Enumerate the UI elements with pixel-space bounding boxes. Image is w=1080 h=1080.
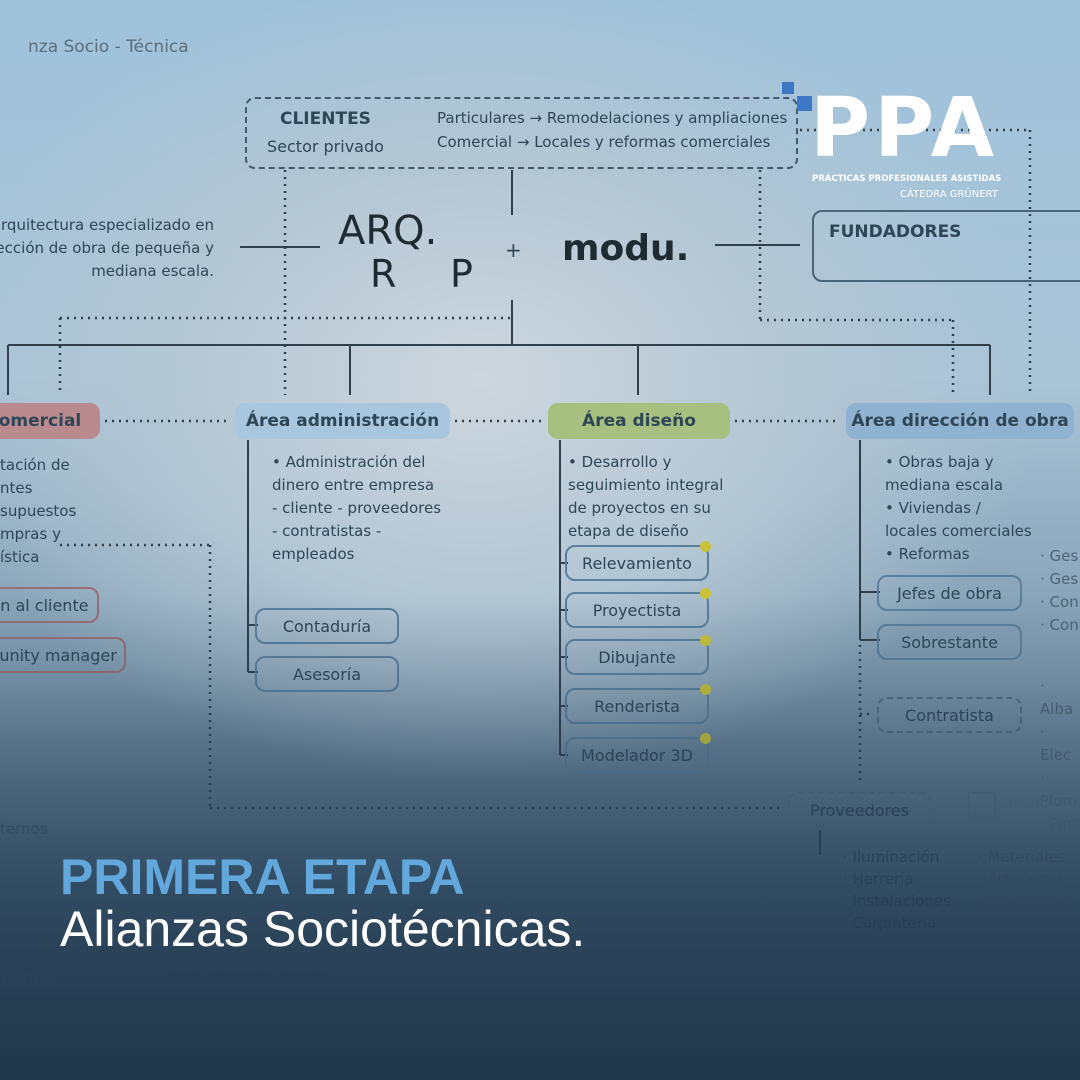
jefes-list: · Ges· Ges· Con· Con [1040, 547, 1079, 634]
area-direccion-header: Área dirección de obra [846, 403, 1074, 439]
status-dot [700, 541, 711, 552]
list-item: • Reformas [885, 545, 970, 563]
direccion-sub: Jefes de obra [877, 575, 1022, 611]
list-item: supuestos [0, 502, 77, 520]
diseno-sub: Renderista [565, 688, 709, 724]
list-item: Desarrollo y seguimiento integral de pro… [568, 453, 724, 540]
contratista-box: Contratista [877, 697, 1022, 733]
list-item: mpras y [0, 525, 61, 543]
diseno-list: • Desarrollo y seguimiento integral de p… [568, 453, 724, 540]
fundadores-box: FUNDADORES [812, 210, 1080, 282]
status-dot [700, 635, 711, 646]
area-comercial-header: omercial [0, 403, 100, 439]
contratista-list: · Alba· Elec· Plom· Pint [1040, 677, 1078, 833]
admin-sub: Contaduría [255, 608, 399, 644]
brand-name: DEMASLED [1003, 800, 1048, 809]
status-dot [700, 684, 711, 695]
list-item: ística [0, 548, 40, 566]
direccion-sub: Sobrestante [877, 624, 1022, 660]
area-diseno-header: Área diseño [548, 403, 730, 439]
fundadores-title: FUNDADORES [829, 222, 962, 242]
area-administracion-header: Área administración [235, 403, 450, 439]
company-description: arquitectura especializado en rección de… [0, 214, 214, 283]
diseno-sub: Dibujante [565, 639, 709, 675]
desc-line: rección de obra de pequeña y [0, 239, 214, 257]
clientes-title: CLIENTES [280, 109, 371, 129]
desc-line: arquitectura especializado en [0, 216, 214, 234]
list-item: • Viviendas / locales comerciales [885, 499, 1032, 540]
status-dot [700, 733, 711, 744]
arq-logo-r: R [370, 252, 397, 296]
comercial-sub: ón al cliente [0, 587, 99, 623]
ppa-logo: PPA [810, 81, 999, 176]
hidden-box-text: Comunicación directa [168, 968, 331, 986]
list-item: tación de [0, 456, 70, 474]
admin-list: • Administración del dinero entre empres… [272, 453, 442, 563]
diseno-sub: Relevamiento [565, 545, 709, 581]
proveedores-box: Proveedores [788, 792, 931, 828]
plus-sign: + [505, 238, 522, 262]
clientes-line1: Particulares → Remodelaciones y ampliaci… [437, 109, 788, 127]
clientes-subtitle: Sector privado [267, 137, 384, 156]
direccion-list: • Obras baja y mediana escala • Vivienda… [885, 451, 1035, 566]
header-fragment: nza Socio - Técnica [28, 37, 189, 57]
arq-logo-top: ARQ. [338, 208, 438, 254]
list-item: Administración del dinero entre empresa … [272, 453, 442, 563]
arq-logo-p: P [450, 252, 473, 296]
ppa-line1: PRÁCTICAS PROFESIONALES ASISTIDAS [812, 174, 1002, 184]
headline-title: PRIMERA ETAPA [60, 849, 465, 905]
clientes-line2: Comercial → Locales y reformas comercial… [437, 133, 771, 151]
headline-subtitle: Alianzas Sociotécnicas. [60, 901, 586, 957]
comercial-sub: nunity manager [0, 637, 126, 673]
ppa-line2: CÁTEDRA GRÜNERT [900, 189, 998, 200]
list-item: • Obras baja y mediana escala [885, 453, 1004, 494]
logo-square-icon [797, 96, 812, 111]
left-bottom-text: sternos [0, 968, 56, 986]
proveedores-col1: · Iluminación· Herrería· Instalaciones· … [843, 848, 951, 932]
diseno-sub: Modelador 3D [565, 737, 709, 773]
diseno-sub: Proyectista [565, 592, 709, 628]
desc-line: mediana escala. [91, 262, 214, 280]
comercial-list: tación de ntes supuestos mpras y ística [0, 454, 76, 569]
logo-square-icon [782, 82, 794, 94]
status-dot [700, 588, 711, 599]
clientes-box: CLIENTES Sector privado Particulares → R… [245, 97, 798, 169]
brand-icon [968, 792, 996, 818]
admin-sub: Asesoría [255, 656, 399, 692]
modu-logo: modu. [562, 228, 690, 269]
proveedores-col2: · Materiales· Artefactos· Revestimie· Ai… [978, 848, 1071, 932]
list-item: ntes [0, 479, 33, 497]
left-bottom-text: ternos [0, 820, 48, 838]
